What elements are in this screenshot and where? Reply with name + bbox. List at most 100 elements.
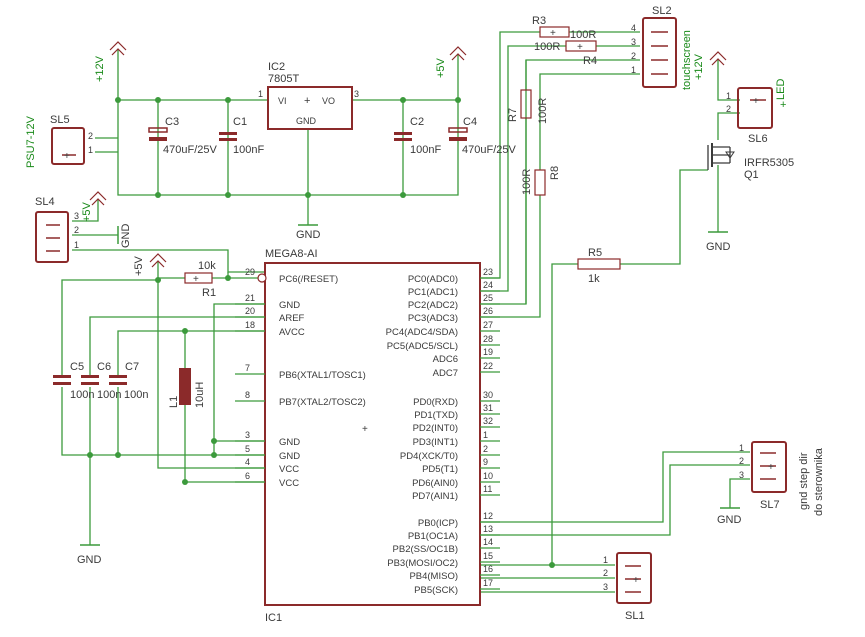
capacitor-c1: C1 100nF [219, 116, 264, 156]
plus5v-label-top: +5V [435, 57, 447, 78]
connector-sl6: + SL6 LED + 1 2 [726, 79, 787, 145]
ic1-pin-number: 26 [483, 306, 493, 316]
r5-name: R5 [588, 247, 602, 259]
ic1-pin-number: 32 [483, 416, 493, 426]
l1-name: L1 [168, 396, 180, 408]
sl1-name: SL1 [625, 610, 645, 622]
gnd-symbol-q1: GND [706, 231, 731, 253]
ic1-pin-number: 13 [483, 524, 493, 534]
sl7-pin1: 1 [739, 443, 744, 453]
ic1-pin-label: PD7(AIN1) [412, 491, 458, 502]
capacitor-c5: C5 100n [53, 361, 94, 401]
sl1-pin2: 2 [603, 568, 608, 578]
ic1-right-pins: 23PC0(ADC0)24PC1(ADC1)25PC2(ADC2)26PC3(A… [386, 267, 500, 596]
sl1-plus: + [633, 575, 639, 586]
sl2-pin2: 2 [631, 51, 636, 61]
ic1-pin-label: PB0(ICP) [418, 518, 458, 529]
ic2-plus: + [304, 95, 310, 107]
supply-symbols: +12V +5V GND GND GND GND GND +5V [77, 41, 742, 566]
ic2-vo: VO [322, 96, 335, 106]
c1-name: C1 [233, 116, 247, 128]
gnd-symbol-bottom-left: GND [77, 544, 102, 566]
c1-value: 100nF [233, 144, 264, 156]
plus5v-label-reset: +5V [133, 255, 145, 276]
plus12v-label-q1: +12V [693, 53, 705, 80]
r8-name: R8 [549, 166, 561, 180]
sl2-pin1: 1 [631, 65, 636, 75]
r1-name: R1 [202, 287, 216, 299]
transistor-q1: IRFR5305 Q1 [707, 143, 794, 181]
c2-name: C2 [410, 116, 424, 128]
ic1-pin-number: 18 [245, 320, 255, 330]
ic2-regulator: IC2 7805T VI VO GND + 1 3 [258, 61, 359, 130]
sl6-plus-outer: + [780, 99, 786, 111]
ic1-left-pins: 29PC6(/RESET)21GND20AREF18AVCC7PB6(XTAL1… [235, 267, 366, 489]
sl5-pin2: 2 [88, 131, 93, 141]
ic1-pin-label: PB5(SCK) [414, 585, 458, 596]
resistor-r1: + 10k R1 [184, 260, 216, 299]
ic1-pin-number: 20 [245, 306, 255, 316]
connector-sl1: + SL1 1 2 3 [603, 552, 652, 622]
ic1-pin-number: 3 [245, 430, 250, 440]
ic1-pin-number: 12 [483, 511, 493, 521]
ic1-pin-label: PD6(AIN0) [412, 478, 458, 489]
sl4-pin1: 1 [74, 240, 79, 250]
q1-name: Q1 [744, 169, 759, 181]
sl1-pin1: 1 [603, 555, 608, 565]
ic1-pin-number: 29 [245, 267, 255, 277]
capacitor-c2: C2 100nF [394, 116, 441, 156]
connector-sl7: + SL7 gnd step dir do sterownika 1 2 3 [739, 441, 825, 516]
c5-value: 100n [70, 389, 94, 401]
ic1-microcontroller: + MEGA8-AI IC1 29PC6(/RESET)21GND20AREF1… [235, 248, 500, 624]
connector-sl4: SL4 3 2 1 [35, 196, 79, 263]
gnd-label-bottom-left: GND [77, 554, 102, 566]
ic1-pin-label: PD1(TXD) [414, 410, 458, 421]
ic1-pin-number: 28 [483, 334, 493, 344]
plus12v-label-left: +12V [94, 55, 106, 82]
r4-name: R4 [583, 55, 597, 67]
sl5-name: SL5 [50, 114, 70, 126]
sl4-pin3: 3 [74, 211, 79, 221]
sl5-pin1: 1 [88, 145, 93, 155]
ic1-pin-label: PC5(ADC5/SCL) [387, 341, 458, 352]
r4-value: 100R [534, 41, 560, 53]
r3-name: R3 [532, 15, 546, 27]
sl2-pin4: 4 [631, 23, 636, 33]
ic1-pin-label: GND [279, 300, 300, 311]
r8-value: 100R [521, 169, 533, 195]
ic1-pin-number: 25 [483, 293, 493, 303]
ic1-pin-label: PB2(SS/OC1B) [393, 544, 458, 555]
ic1-pin-label: VCC [279, 464, 299, 475]
sl1-pin3: 3 [603, 582, 608, 592]
ic1-plus: + [362, 424, 368, 435]
resistor-r8: 100R R8 [521, 166, 561, 196]
resistor-r3: + R3 100R [532, 15, 596, 41]
ic1-pin-label: GND [279, 451, 300, 462]
sl2-label: touchscreen [681, 30, 693, 90]
sl6-label: LED [775, 79, 787, 100]
plus5v-symbol-sl4: +5V [81, 191, 107, 222]
q1-part: IRFR5305 [744, 157, 794, 169]
sl2-name: SL2 [652, 5, 672, 17]
ic1-pin-number: 6 [245, 471, 250, 481]
c6-value: 100n [97, 389, 121, 401]
sl7-label-1: gnd step dir [798, 452, 810, 510]
gnd-symbol-ic2: GND [296, 224, 321, 241]
ic1-pin-number: 7 [245, 363, 250, 373]
c3-name: C3 [165, 116, 179, 128]
ic2-vi: VI [278, 96, 287, 106]
sl4-name: SL4 [35, 196, 55, 208]
resistor-r7: R7 100R [507, 89, 549, 124]
ic1-pin-number: 15 [483, 551, 493, 561]
sl7-pin3: 3 [739, 470, 744, 480]
capacitor-c7: C7 100n [109, 361, 148, 401]
ic1-pin-number: 5 [245, 444, 250, 454]
ic1-pin-number: 8 [245, 390, 250, 400]
ic1-pin-label: PC3(ADC3) [408, 313, 458, 324]
ic1-pin-label: ADC6 [433, 354, 458, 365]
ic1-pin-number: 23 [483, 267, 493, 277]
ic1-pin-number: 11 [483, 484, 492, 494]
ic1-pin-number: 30 [483, 390, 493, 400]
